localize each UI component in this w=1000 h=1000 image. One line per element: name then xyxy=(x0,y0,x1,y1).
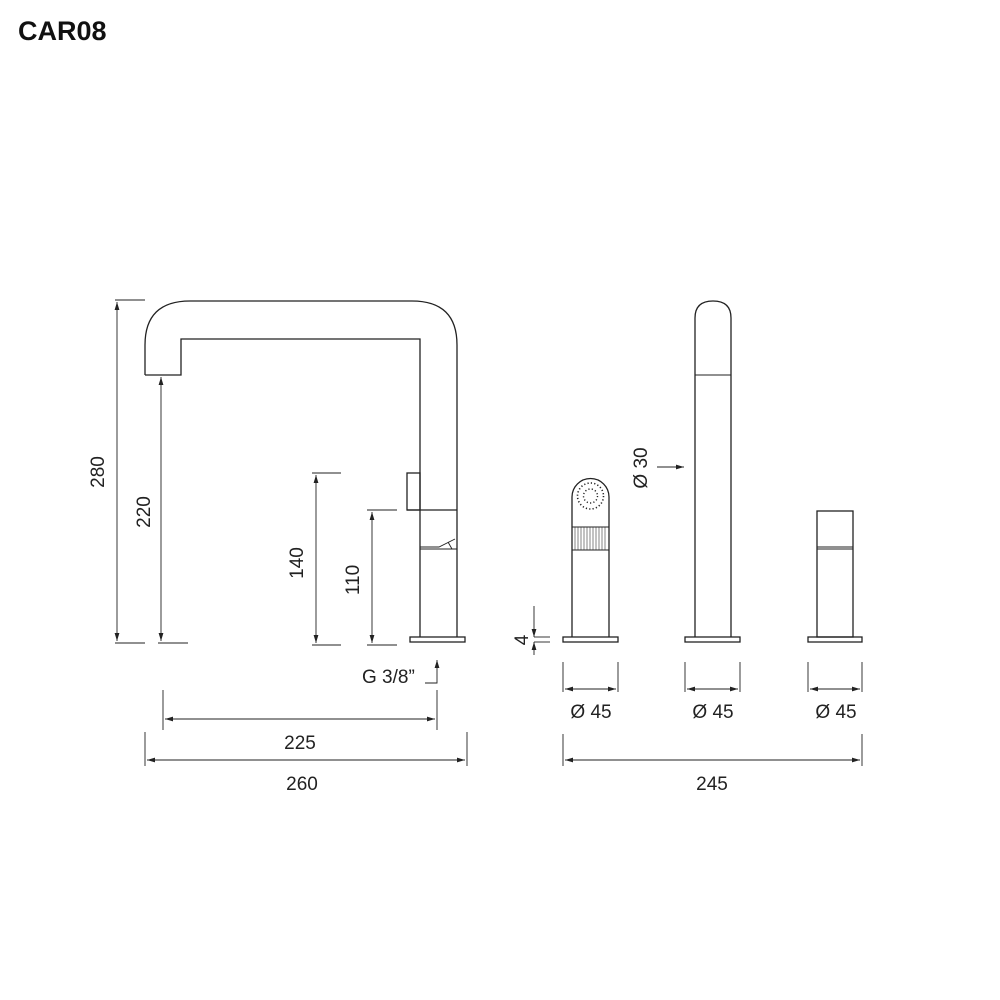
hand-shower xyxy=(562,477,619,643)
dim-260: 260 xyxy=(286,774,318,795)
dim-mixer-diameter: Ø 45 xyxy=(815,702,856,723)
dim-140: 140 xyxy=(287,547,308,579)
dim-280: 280 xyxy=(88,456,109,488)
dimension-lines-left xyxy=(114,299,468,766)
dim-spout-diameter: Ø 45 xyxy=(692,702,733,723)
dim-connection: G 3/8” xyxy=(362,667,415,688)
mixer-body xyxy=(807,510,863,643)
dim-245: 245 xyxy=(696,774,728,795)
dim-4: 4 xyxy=(512,634,533,645)
dim-220: 220 xyxy=(134,496,155,528)
faucet-side-view xyxy=(144,300,466,643)
dim-shower-diameter: Ø 45 xyxy=(570,702,611,723)
dim-110: 110 xyxy=(343,565,364,595)
model-title: CAR08 xyxy=(18,16,107,46)
spout-tube xyxy=(684,300,741,643)
dimension-lines-right xyxy=(531,464,863,766)
dim-tube-diameter: Ø 30 xyxy=(631,447,652,488)
dim-225: 225 xyxy=(284,733,316,754)
